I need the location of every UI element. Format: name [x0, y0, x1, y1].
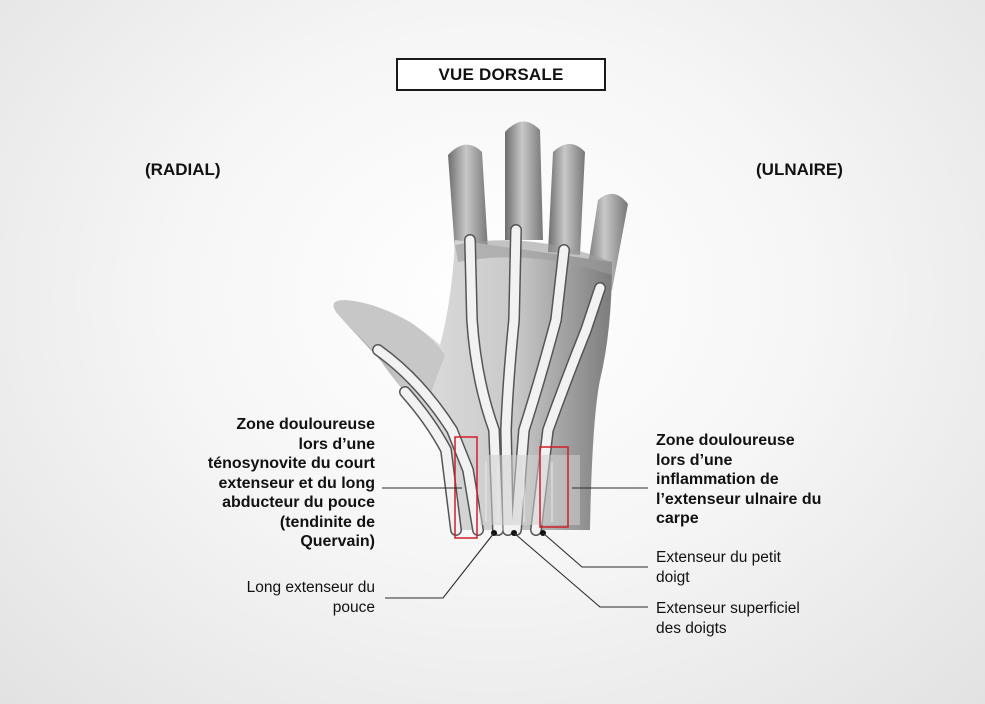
thumb	[333, 300, 445, 395]
ring-finger	[548, 144, 585, 255]
extensor-digitorum-label: Extenseur superficiel des doigts	[656, 600, 800, 637]
quervain-zone-label: Zone douloureuse lors d’une ténosynovite…	[207, 416, 375, 550]
ulnar-side-label: (ULNAIRE)	[756, 160, 843, 179]
ulnar-highlight	[539, 446, 569, 528]
radial-side-label: (RADIAL)	[145, 160, 221, 179]
leader-lines	[382, 487, 648, 608]
retinaculum	[480, 455, 580, 525]
extensor-little-finger-label: Extenseur du petit doigt	[656, 549, 781, 586]
tendons	[372, 224, 606, 536]
index-finger	[448, 144, 488, 252]
view-title: VUE DORSALE	[396, 58, 606, 91]
middle-finger	[505, 121, 543, 240]
long-extensor-thumb-label: Long extenseur du pouce	[246, 579, 375, 616]
ulnar-zone-label: Zone douloureuse lors d’une inflammation…	[656, 432, 822, 527]
